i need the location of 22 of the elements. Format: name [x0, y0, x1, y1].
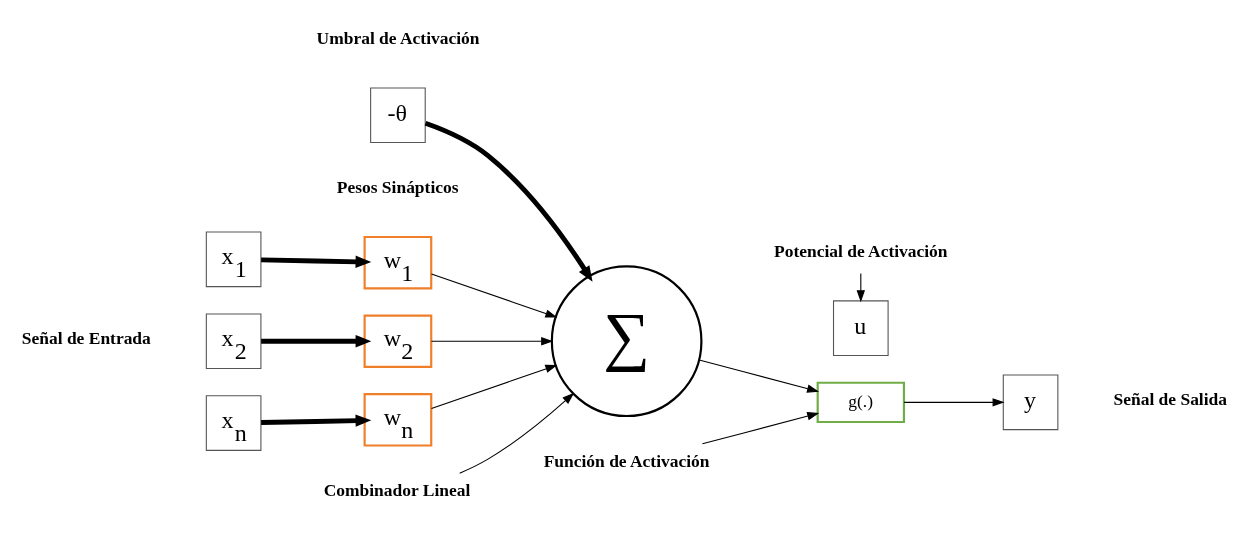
node-box: -θ [370, 87, 426, 144]
node-box: g(.) [816, 381, 905, 424]
arrow [698, 359, 820, 393]
node-text: Función de Activación [543, 450, 710, 471]
node-text: Combinador Lineal [323, 480, 471, 501]
arrow [459, 392, 575, 474]
node-box: y [1002, 374, 1059, 431]
arrow [430, 364, 558, 410]
label: Señal de Entrada [21, 328, 151, 349]
arrow [430, 273, 558, 318]
arrow [903, 398, 1005, 407]
arrow [430, 337, 554, 346]
node-text: Potencial de Activación [774, 240, 948, 261]
arrow [261, 335, 372, 348]
arrow [261, 414, 372, 427]
arrow [424, 120, 593, 282]
arrow [261, 255, 372, 268]
node-box: u [832, 300, 889, 356]
label: Pesos Sinápticos [336, 176, 459, 197]
label: Señal de Salida [1113, 389, 1228, 410]
label: Umbral de Activación [316, 28, 480, 49]
arrow [701, 412, 820, 445]
